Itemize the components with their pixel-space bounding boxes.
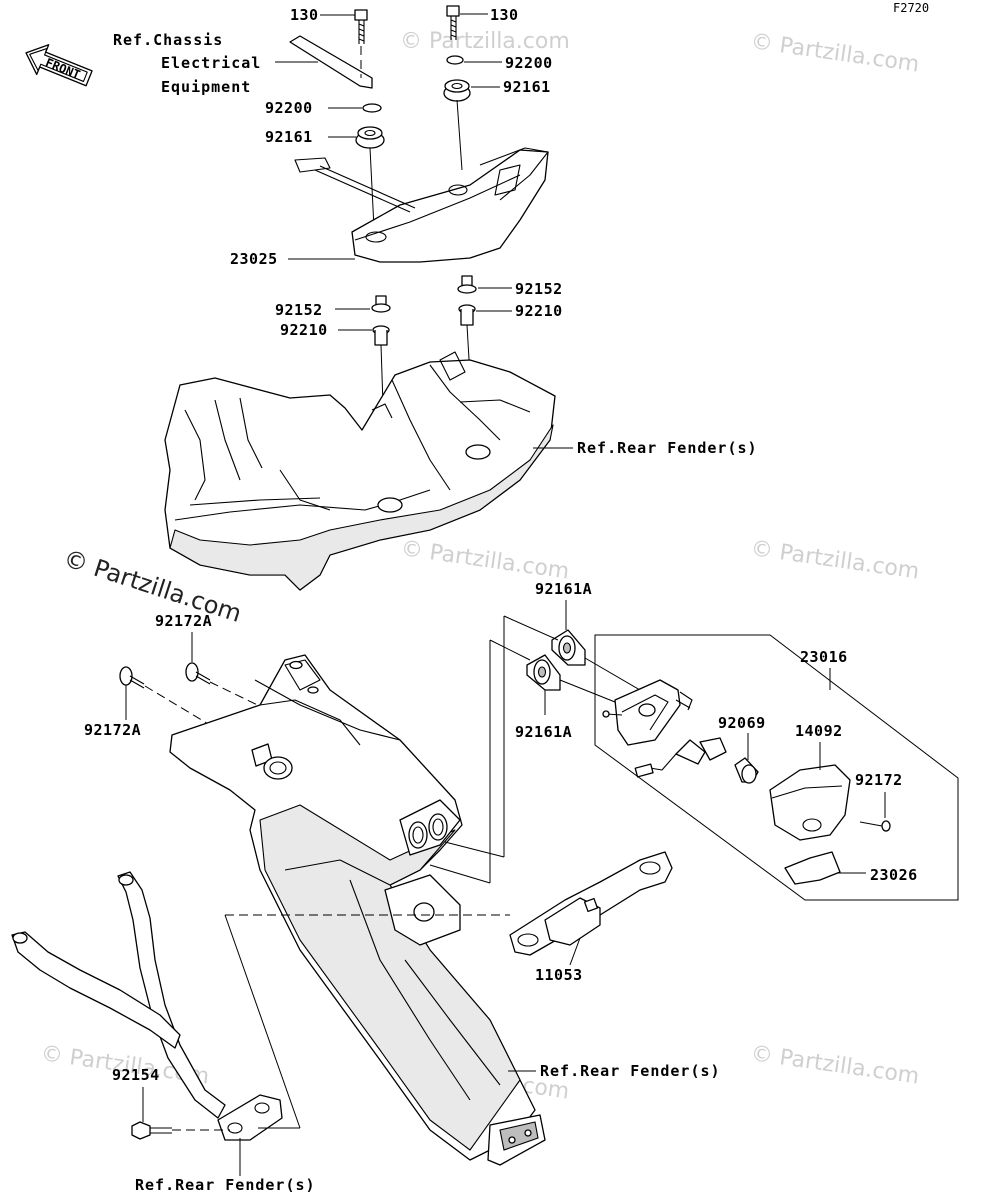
washer-92200-right	[446, 55, 464, 65]
ref-chassis-line1: Ref.Chassis	[113, 31, 223, 49]
bolt-130-left	[354, 9, 368, 78]
watermark: © Partzilla.com	[749, 1041, 921, 1089]
front-arrow-icon: FRONT	[25, 44, 93, 87]
callout-92161-right: 92161	[503, 78, 551, 96]
watermark: © Partzilla.com	[399, 536, 571, 584]
callout-23026: 23026	[870, 866, 918, 884]
callout-23025: 23025	[230, 250, 278, 268]
bulb-socket	[634, 737, 727, 778]
license-lamp-assembly-box	[594, 634, 959, 901]
lens-cover-14092	[769, 764, 851, 841]
collar-92152-left	[371, 295, 391, 313]
collar-92152-right	[457, 275, 477, 294]
bolt-92172A-left	[119, 666, 145, 689]
bolt-92154	[131, 1121, 172, 1140]
screw-92172	[859, 820, 891, 832]
callout-92161A-top: 92161A	[535, 580, 592, 598]
callout-92172A-bottom: 92172A	[84, 721, 141, 739]
collar-92210-right	[458, 304, 476, 326]
callout-92200-left: 92200	[265, 99, 313, 117]
grommet-92161-right	[443, 79, 471, 102]
grommet-92161-left	[355, 126, 385, 149]
strap-band	[289, 35, 373, 89]
callout-92210-left: 92210	[280, 321, 328, 339]
grommet-92161A-top	[551, 629, 586, 666]
callout-92200-right: 92200	[505, 54, 553, 72]
bolt-130-right	[446, 5, 460, 40]
ref-chassis-line3: Equipment	[161, 78, 251, 96]
rear-fender-upper	[164, 351, 556, 591]
washer-92200-left	[362, 103, 382, 113]
ref-rear-fender-middle: Ref.Rear Fender(s)	[540, 1062, 721, 1080]
ref-rear-fender-bottom: Ref.Rear Fender(s)	[135, 1176, 316, 1194]
chassis-reference: Ref.Chassis Electrical Equipment	[113, 31, 318, 96]
tail-lamp-23025	[294, 147, 549, 263]
rear-stay-bracket	[11, 871, 283, 1141]
lamp-housing	[602, 679, 693, 746]
callout-92210-right: 92210	[515, 302, 563, 320]
callout-14092: 14092	[795, 722, 843, 740]
figure-code: F2720	[893, 1, 929, 15]
callout-130-left: 130	[290, 6, 319, 24]
callout-92069: 92069	[718, 714, 766, 732]
callout-92172A-top: 92172A	[155, 612, 212, 630]
license-plate-bracket-11053	[509, 851, 673, 956]
callout-92152-left: 92152	[275, 301, 323, 319]
watermark: © Partzilla.com	[749, 29, 921, 77]
watermark: © Partzilla.com	[749, 536, 921, 584]
callout-92152-right: 92152	[515, 280, 563, 298]
gasket-23026	[784, 851, 841, 885]
ref-rear-fender-upper: Ref.Rear Fender(s)	[577, 439, 758, 457]
watermark: © Partzilla.com	[400, 29, 570, 54]
callout-92172: 92172	[855, 771, 903, 789]
callout-11053: 11053	[535, 966, 583, 984]
collar-92210-left	[372, 325, 390, 346]
rear-fender-bracket	[169, 654, 546, 1166]
callout-130-right: 130	[490, 6, 519, 24]
bulb-92069	[734, 757, 759, 784]
callout-23016: 23016	[800, 648, 848, 666]
callout-92161A-bottom: 92161A	[515, 723, 572, 741]
callout-92161-left: 92161	[265, 128, 313, 146]
ref-chassis-line2: Electrical	[161, 54, 261, 72]
grommet-92161A-bottom	[526, 654, 561, 691]
bolt-92172A-top	[185, 662, 211, 685]
callout-92154: 92154	[112, 1066, 160, 1084]
